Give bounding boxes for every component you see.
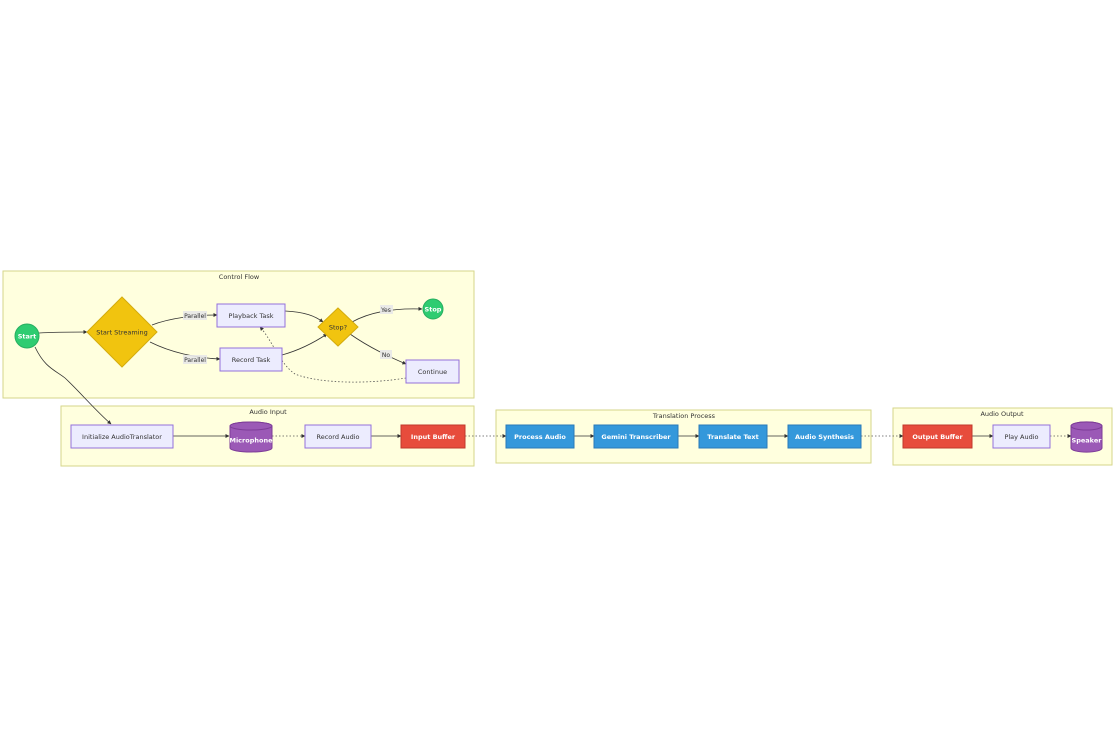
svg-text:Play Audio: Play Audio: [1004, 433, 1038, 441]
node-record-audio[interactable]: Record Audio: [304, 424, 372, 449]
cluster-title-translation-process: Translation Process: [652, 412, 716, 420]
svg-text:Microphone: Microphone: [229, 437, 273, 445]
edge-labels: Parallel Parallel Yes No: [183, 305, 393, 364]
svg-text:Parallel: Parallel: [184, 357, 206, 364]
svg-text:Translate Text: Translate Text: [707, 433, 758, 441]
cluster-title-audio-input: Audio Input: [249, 408, 287, 416]
node-play-audio[interactable]: Play Audio: [992, 424, 1051, 449]
node-initialize-audiotranslator[interactable]: Initialize AudioTranslator: [70, 424, 174, 449]
edge-start-to-initialize: [34, 346, 112, 425]
edge-playback-to-stop-decision: [284, 310, 324, 323]
edge-stop-decision-to-continue: [349, 333, 407, 365]
svg-text:No: No: [382, 352, 390, 359]
node-stop[interactable]: Stop: [422, 298, 444, 320]
cluster-control-flow: Control Flow: [2, 270, 475, 399]
node-microphone[interactable]: Microphone: [229, 421, 273, 453]
node-playback-task[interactable]: Playback Task: [216, 303, 286, 328]
edge-label-yes: Yes: [380, 305, 393, 314]
edge-record-to-stop-decision: [281, 333, 328, 356]
svg-text:Yes: Yes: [380, 307, 391, 314]
svg-text:Initialize AudioTranslator: Initialize AudioTranslator: [82, 433, 162, 441]
svg-text:Output Buffer: Output Buffer: [912, 433, 963, 441]
svg-text:Stop?: Stop?: [329, 324, 347, 332]
svg-text:Input Buffer: Input Buffer: [411, 433, 456, 441]
cluster-title-control-flow: Control Flow: [219, 273, 260, 281]
cluster-title-audio-output: Audio Output: [980, 410, 1024, 418]
svg-text:Stop: Stop: [425, 306, 442, 314]
svg-text:Playback Task: Playback Task: [228, 312, 273, 320]
node-record-task[interactable]: Record Task: [219, 347, 283, 372]
node-output-buffer[interactable]: Output Buffer: [902, 424, 973, 449]
node-translate-text[interactable]: Translate Text: [698, 424, 768, 449]
svg-text:Process Audio: Process Audio: [514, 433, 566, 441]
svg-text:Speaker: Speaker: [1072, 437, 1103, 445]
svg-text:Gemini Transcriber: Gemini Transcriber: [601, 433, 671, 441]
edge-label-no: No: [380, 350, 392, 359]
node-start-streaming[interactable]: Start Streaming: [86, 296, 158, 368]
node-input-buffer[interactable]: Input Buffer: [400, 424, 466, 449]
svg-text:Start: Start: [18, 333, 37, 341]
svg-text:Audio Synthesis: Audio Synthesis: [795, 433, 854, 441]
svg-text:Start Streaming: Start Streaming: [96, 329, 148, 337]
svg-text:Continue: Continue: [418, 368, 447, 376]
edge-label-parallel-1: Parallel: [183, 311, 207, 320]
node-start[interactable]: Start: [14, 323, 40, 349]
node-continue[interactable]: Continue: [405, 359, 460, 384]
node-process-audio[interactable]: Process Audio: [505, 424, 575, 449]
edge-start-to-streaming: [38, 330, 88, 335]
edge-streaming-to-record: [149, 341, 221, 361]
svg-text:Record Audio: Record Audio: [317, 433, 360, 441]
node-gemini-transcriber[interactable]: Gemini Transcriber: [593, 424, 679, 449]
svg-text:Parallel: Parallel: [184, 313, 206, 320]
node-stop-decision[interactable]: Stop?: [317, 307, 359, 347]
node-speaker[interactable]: Speaker: [1070, 421, 1103, 453]
svg-text:Record Task: Record Task: [232, 356, 271, 364]
edge-label-parallel-2: Parallel: [183, 355, 207, 364]
node-audio-synthesis[interactable]: Audio Synthesis: [787, 424, 862, 449]
